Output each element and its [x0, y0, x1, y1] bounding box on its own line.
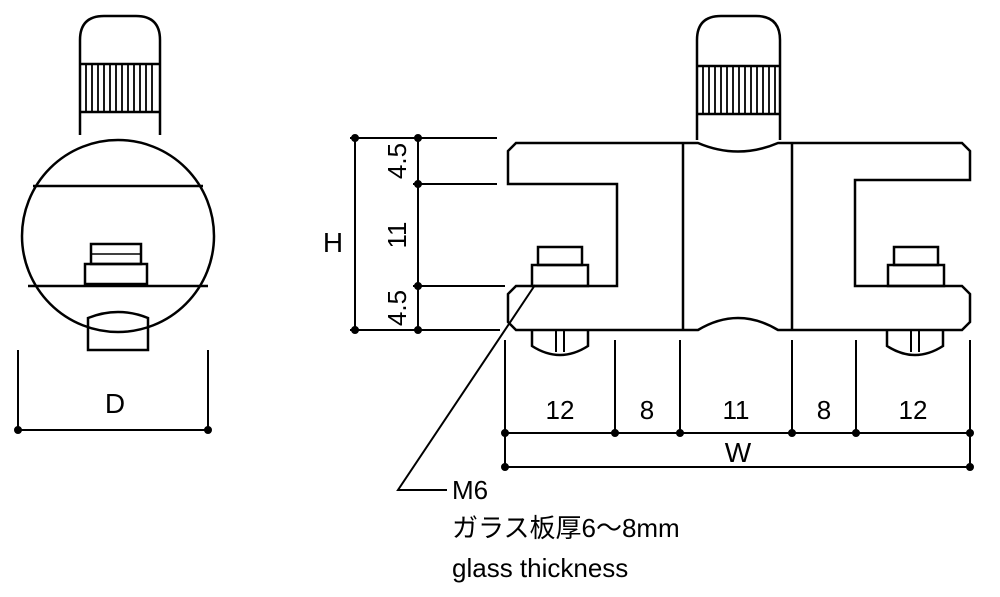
horizontal-dim-4: 8 [817, 395, 831, 425]
side-knob [78, 14, 162, 135]
vertical-dim-middle: 11 [382, 222, 412, 249]
front-left-set-screw [530, 245, 590, 288]
side-view [20, 14, 216, 352]
horizontal-dim-3: 11 [723, 395, 750, 425]
callout-bolt: M6 [452, 475, 488, 505]
callout-glass-en: glass thickness [452, 553, 628, 583]
front-right-screw-head [885, 331, 945, 357]
side-set-screw [83, 242, 149, 286]
dimension-d-label: D [105, 388, 125, 419]
dimension-w-label: W [725, 437, 752, 468]
vertical-dim-top: 4.5 [382, 143, 412, 179]
vertical-dimensions [350, 134, 505, 334]
front-left-screw-head [530, 331, 590, 357]
vertical-dim-bottom: 4.5 [382, 290, 412, 326]
front-view [506, 14, 972, 357]
front-body-outline [506, 141, 972, 332]
side-body-circle [20, 138, 216, 334]
callout-leader [396, 284, 536, 491]
horizontal-dimensions [501, 340, 974, 471]
front-right-set-screw [886, 245, 946, 288]
callout-glass-jp: ガラス板厚6～8mm [452, 513, 680, 543]
front-knob [695, 14, 782, 140]
horizontal-dim-2: 8 [640, 395, 654, 425]
side-screw-head [86, 310, 150, 352]
horizontal-dim-1: 12 [546, 395, 575, 425]
horizontal-dim-5: 12 [899, 395, 928, 425]
dimension-h-label: H [323, 227, 343, 258]
dimension-d [14, 350, 212, 434]
